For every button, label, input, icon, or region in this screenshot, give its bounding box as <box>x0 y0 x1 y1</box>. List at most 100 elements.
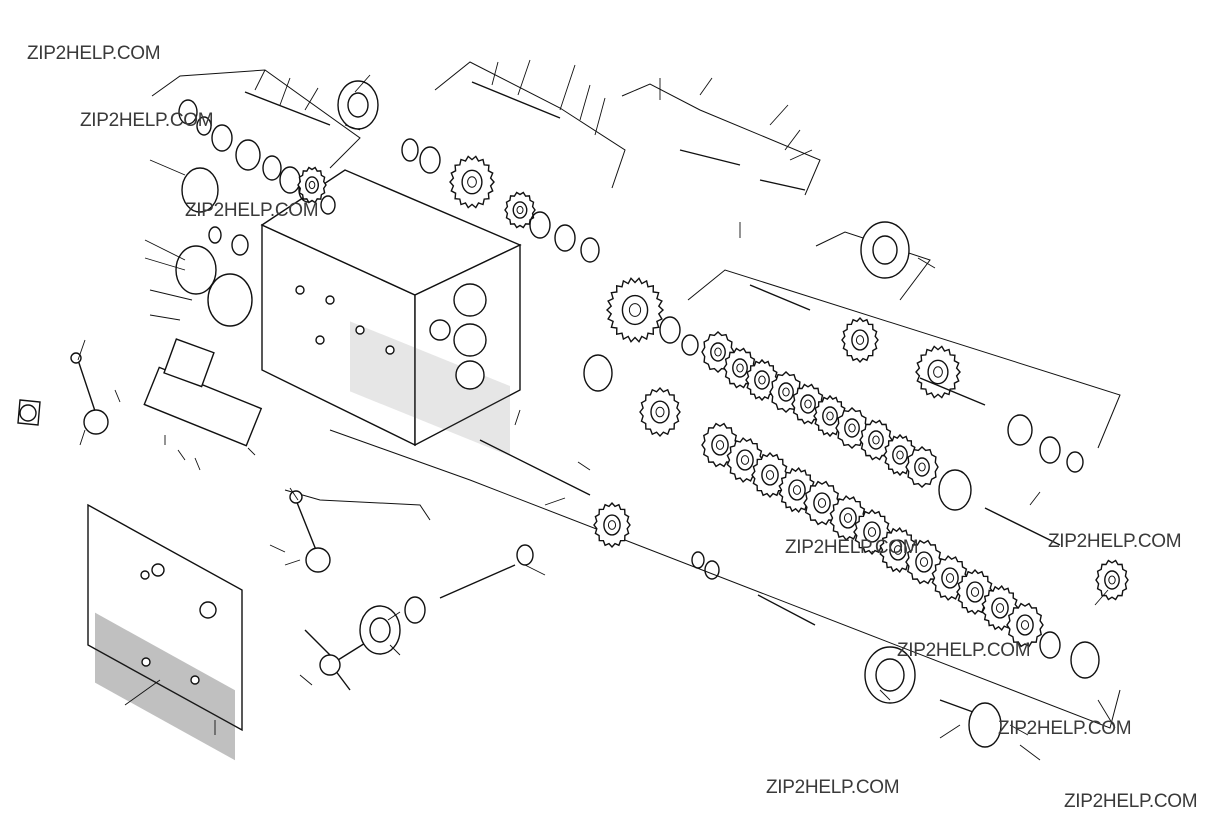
gear <box>915 345 961 399</box>
gear <box>745 358 779 402</box>
ring <box>681 334 699 356</box>
gear <box>905 446 939 488</box>
gear <box>605 277 665 343</box>
leader-line <box>1029 491 1041 506</box>
leader-line <box>144 257 186 271</box>
leader-line <box>699 77 713 96</box>
leader-line <box>389 644 401 656</box>
leader-line <box>1097 699 1116 729</box>
ring <box>262 155 282 181</box>
watermark-text: ZIP2HELP.COM <box>1064 791 1198 812</box>
leader-line <box>387 611 401 621</box>
leader-line <box>289 487 299 501</box>
leader-line <box>579 84 591 121</box>
watermark-text: ZIP2HELP.COM <box>785 537 919 558</box>
ring <box>691 551 705 569</box>
gears <box>178 99 1129 679</box>
leader-line <box>784 129 801 151</box>
leader-line <box>149 289 193 301</box>
leader-line <box>254 69 266 91</box>
leader-line <box>247 447 256 456</box>
ring <box>235 139 261 171</box>
leader-line <box>269 544 286 553</box>
ring <box>938 469 972 511</box>
gear <box>853 508 891 556</box>
ring <box>404 596 426 624</box>
leader-line <box>149 159 186 176</box>
ring <box>580 237 600 263</box>
leader-line <box>769 104 789 126</box>
ring <box>529 211 551 239</box>
leader-line <box>544 497 566 506</box>
leader-line <box>299 674 313 686</box>
gear <box>593 501 631 549</box>
leader-line <box>517 59 531 96</box>
watermark-text: ZIP2HELP.COM <box>766 777 900 798</box>
leader-line <box>279 77 291 106</box>
leader-line <box>917 257 936 269</box>
watermark-text: ZIP2HELP.COM <box>998 718 1132 739</box>
leader-line <box>1094 589 1109 606</box>
ring <box>401 138 419 162</box>
leader-line <box>577 461 591 471</box>
leader-line <box>304 87 319 111</box>
ring <box>1070 641 1100 679</box>
ring <box>1066 451 1084 473</box>
ring <box>211 124 233 152</box>
ring <box>1039 631 1061 659</box>
leader-line <box>124 679 161 706</box>
leader-line <box>284 559 301 566</box>
gear <box>504 191 536 229</box>
gear <box>297 166 327 204</box>
gear <box>1006 602 1044 648</box>
ring <box>419 146 441 174</box>
leader-line <box>1019 744 1041 761</box>
leader-line <box>491 61 499 86</box>
gear <box>1095 559 1129 601</box>
index-plate <box>87 503 243 761</box>
watermark-text: ZIP2HELP.COM <box>80 110 214 131</box>
leader-line <box>789 149 813 161</box>
ring <box>178 99 198 125</box>
watermark-text: ZIP2HELP.COM <box>1048 531 1182 552</box>
ring <box>1007 414 1033 446</box>
leader-line <box>524 564 546 576</box>
ring <box>196 116 212 136</box>
gearbox-housing <box>260 169 522 457</box>
ring <box>208 226 222 244</box>
watermark-text: ZIP2HELP.COM <box>27 43 161 64</box>
leader-line <box>144 239 186 261</box>
leader-lines <box>77 59 1116 761</box>
leader-line <box>559 64 576 111</box>
leader-line <box>114 389 121 403</box>
leader-line <box>354 74 371 93</box>
gear <box>841 316 879 364</box>
ring <box>1039 436 1061 464</box>
ring <box>279 166 301 194</box>
gear <box>859 419 893 461</box>
gear <box>639 386 681 438</box>
ring <box>231 234 249 256</box>
gear <box>835 407 869 449</box>
flanges-covers <box>175 80 1002 748</box>
leader-line <box>939 724 961 739</box>
leader-line <box>177 449 186 461</box>
leader-line <box>594 97 606 136</box>
leader-line <box>194 457 201 471</box>
ring <box>554 224 576 252</box>
ring <box>516 544 534 566</box>
leader-line <box>79 429 86 446</box>
watermark-text: ZIP2HELP.COM <box>185 200 319 221</box>
ring <box>583 354 613 392</box>
ring <box>659 316 681 344</box>
leader-line <box>1009 724 1029 736</box>
ring <box>704 560 720 580</box>
housing-bores <box>295 283 487 390</box>
leader-line <box>149 314 181 321</box>
leader-line <box>879 689 891 701</box>
gear <box>723 347 757 389</box>
leader-line <box>344 124 361 131</box>
watermark-text: ZIP2HELP.COM <box>897 640 1031 661</box>
